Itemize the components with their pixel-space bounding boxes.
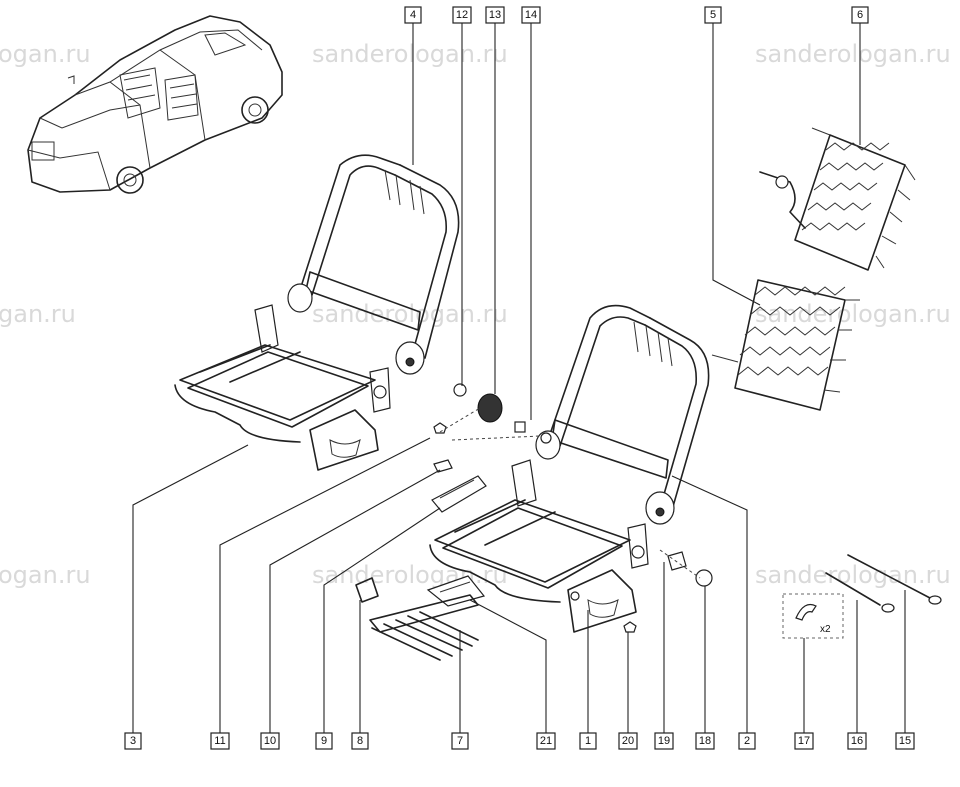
small-parts [355, 383, 942, 661]
part-10-clip [433, 459, 453, 473]
spring-mat-5 [711, 279, 860, 411]
svg-text:3: 3 [130, 735, 136, 747]
callout-17: 17 [794, 732, 814, 750]
svg-text:16: 16 [851, 735, 863, 747]
car-illustration [27, 15, 283, 194]
watermarks: ogan.ru sanderologan.ru sanderologan.ru … [0, 40, 951, 589]
callout-5: 5 [704, 6, 722, 24]
callout-1: 1 [579, 732, 597, 750]
svg-text:5: 5 [710, 9, 716, 21]
callout-6: 6 [851, 6, 869, 24]
watermark: sanderologan.ru [755, 561, 951, 589]
svg-text:21: 21 [540, 735, 552, 747]
svg-text:13: 13 [489, 9, 501, 21]
part-7 [369, 594, 479, 661]
watermark: sanderologan.ru [312, 561, 508, 589]
callout-8: 8 [351, 732, 369, 750]
callout-21: 21 [536, 732, 556, 750]
part-17-group: x2 [782, 593, 844, 639]
part-14 [514, 421, 526, 433]
watermark: sanderologan.ru [755, 40, 951, 68]
callout-10: 10 [260, 732, 280, 750]
callout-14: 14 [521, 6, 541, 24]
part-18 [695, 569, 713, 587]
part-16 [825, 572, 881, 606]
watermark-fragment: ogan.ru [0, 561, 91, 589]
callout-19: 19 [654, 732, 674, 750]
callout-13: 13 [485, 6, 505, 24]
callout-12: 12 [452, 6, 472, 24]
svg-text:9: 9 [321, 735, 327, 747]
svg-text:2: 2 [744, 735, 750, 747]
callout-16: 16 [847, 732, 867, 750]
part-10 [431, 475, 487, 513]
svg-text:7: 7 [457, 735, 463, 747]
svg-text:1: 1 [585, 735, 591, 747]
spring-mat-6 [759, 127, 916, 271]
part-19 [667, 551, 687, 571]
svg-text:17: 17 [798, 735, 810, 747]
part-8 [355, 577, 379, 603]
watermark: sanderologan.ru [312, 300, 508, 328]
svg-text:8: 8 [357, 735, 363, 747]
svg-text:11: 11 [214, 735, 225, 747]
callout-9: 9 [315, 732, 333, 750]
svg-text:12: 12 [456, 9, 468, 21]
svg-text:19: 19 [658, 735, 670, 747]
part-21 [426, 575, 486, 607]
watermark: sanderologan.ru [755, 300, 951, 328]
leader-lines [132, 23, 906, 733]
callout-7: 7 [451, 732, 469, 750]
callout-4: 4 [404, 6, 422, 24]
svg-text:15: 15 [899, 735, 911, 747]
svg-text:18: 18 [699, 735, 711, 747]
quantity-note: x2 [820, 624, 831, 635]
callout-18: 18 [695, 732, 715, 750]
svg-text:4: 4 [410, 9, 416, 21]
callout-15: 15 [895, 732, 915, 750]
seat-frame-left [174, 154, 460, 471]
part-12 [453, 383, 467, 397]
svg-text:14: 14 [525, 9, 537, 21]
svg-text:6: 6 [857, 9, 863, 21]
part-11 [433, 422, 447, 434]
watermark-fragment: ogan.ru [0, 40, 91, 68]
callout-3: 3 [124, 732, 142, 750]
part-13 [477, 393, 503, 423]
watermark: sanderologan.ru [312, 40, 508, 68]
seat-frame-right [429, 304, 710, 633]
callout-20: 20 [618, 732, 638, 750]
watermark-fragment: gan.ru [0, 300, 76, 328]
svg-text:10: 10 [264, 735, 276, 747]
svg-text:20: 20 [622, 735, 634, 747]
part-15 [847, 554, 931, 599]
part-20 [623, 621, 637, 633]
callout-11: 11 [210, 732, 230, 750]
callout-2: 2 [738, 732, 756, 750]
